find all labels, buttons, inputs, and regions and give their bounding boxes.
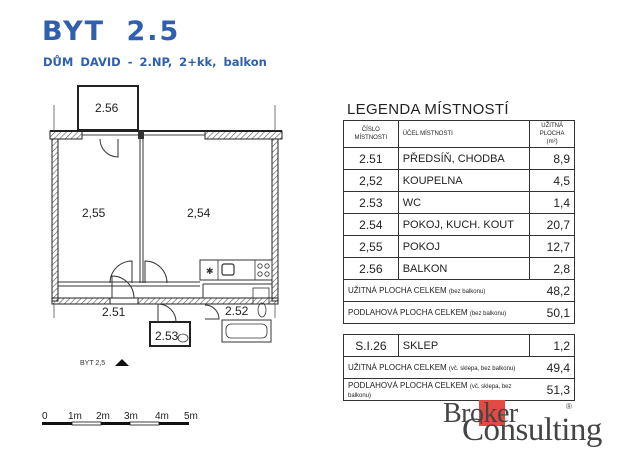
room-label-2-56: 2.56: [95, 101, 119, 115]
svg-text:2m: 2m: [96, 411, 110, 422]
svg-text:4m: 4m: [155, 411, 169, 422]
total-row: UŽITNÁ PLOCHA CELKEM (bez balkonu) 48,2: [342, 279, 575, 302]
svg-text:1m: 1m: [68, 411, 82, 422]
total-row: UŽITNÁ PLOCHA CELKEM (vč. sklepa, bez ba…: [342, 356, 575, 379]
floor-plan: ✱ 2.56 2,55 2,54 2.51 2.52 2.53 BYT 2,5 …: [42, 85, 283, 426]
apartment-subtitle: DŮM DAVID - 2.NP, 2+kk, balkon: [43, 55, 267, 69]
svg-text:5m: 5m: [184, 411, 198, 422]
total-row: PODLAHOVÁ PLOCHA CELKEM (vč. sklepa, bez…: [342, 378, 575, 401]
room-label-2-52: 2.52: [225, 304, 249, 318]
entrance-arrow-icon: [115, 359, 129, 366]
svg-text:3m: 3m: [124, 411, 138, 422]
room-label-2-54: 2,54: [187, 206, 211, 220]
entrance-label: BYT 2,5: [80, 360, 105, 367]
logo-red-square: [479, 400, 505, 426]
room-label-2-55: 2,55: [82, 206, 106, 220]
header-purpose: ÚČEL MÍSTNOSTI: [397, 120, 531, 148]
total-row: PODLAHOVÁ PLOCHA CELKEM (bez balkonu) 50…: [342, 301, 575, 324]
apartment-title: BYT 2.5: [42, 16, 181, 47]
broker-consulting-logo: Broker Consulting ®: [443, 398, 602, 448]
svg-text:✱: ✱: [206, 266, 214, 276]
scale-bar: 0 1m 2m 3m 4m 5m: [42, 411, 198, 426]
legend-title: LEGENDA MÍSTNOSTÍ: [347, 101, 509, 118]
room-label-2-53: 2.53: [155, 329, 179, 343]
room-label-2-51: 2.51: [102, 305, 126, 319]
svg-text:0: 0: [42, 411, 48, 422]
